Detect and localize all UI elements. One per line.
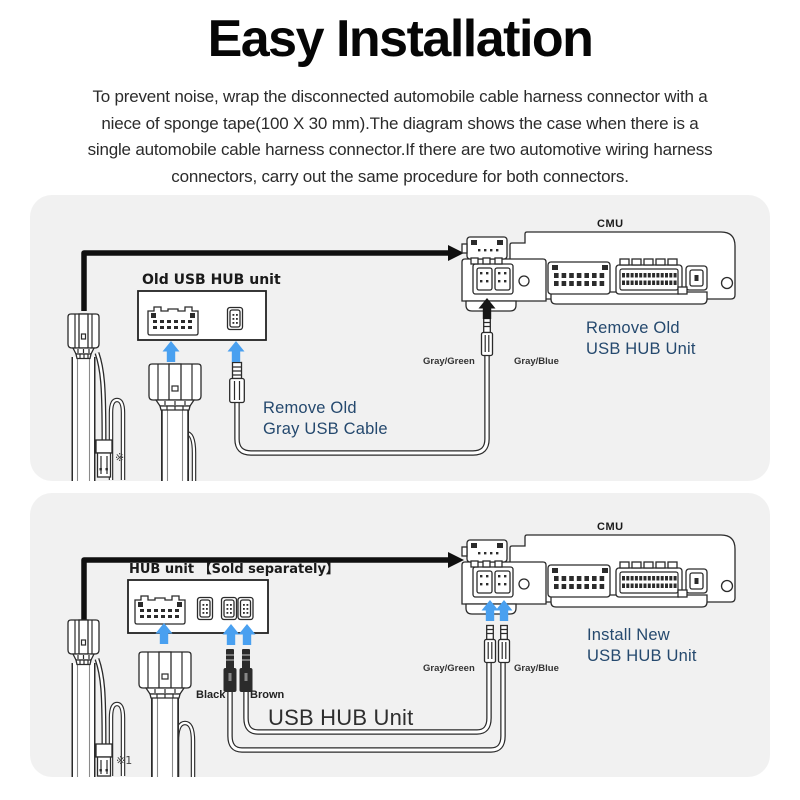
hub-small-connector bbox=[196, 596, 214, 621]
note-mark: ※ bbox=[115, 451, 125, 464]
gray-green-label: Gray/Green bbox=[423, 663, 475, 674]
harness-cable-arrow bbox=[81, 552, 464, 620]
black-usb-plug bbox=[222, 648, 238, 693]
hub-large-connector bbox=[147, 306, 199, 336]
cmu-label: CMU bbox=[597, 218, 624, 230]
small-end-connector bbox=[95, 743, 113, 777]
middle-harness-connector bbox=[138, 651, 196, 777]
black-cable-label: Black bbox=[196, 689, 226, 701]
new-usb-hub-cables bbox=[227, 661, 506, 753]
hub-small-connector bbox=[226, 306, 244, 331]
hub-box-label: HUB unit 【Sold separately】 bbox=[129, 562, 339, 577]
gray-green-plug bbox=[480, 317, 494, 357]
intro-line: To prevent noise, wrap the disconnected … bbox=[92, 87, 708, 106]
gray-blue-label: Gray/Blue bbox=[514, 356, 559, 367]
old-hub-label: Old USB HUB unit bbox=[142, 272, 281, 288]
gray-green-plug bbox=[483, 624, 497, 664]
hub-small-connector bbox=[220, 596, 238, 621]
up-arrow-icon bbox=[162, 341, 180, 362]
usb-hub-unit-label: USB HUB Unit bbox=[268, 705, 414, 730]
intro-text: To prevent noise, wrap the disconnected … bbox=[38, 84, 762, 190]
right-arrow-icon bbox=[448, 245, 464, 261]
gray-blue-plug bbox=[497, 624, 511, 664]
note-mark: ※1 bbox=[116, 754, 133, 767]
intro-line: connectors, carry out the same procedure… bbox=[171, 166, 629, 186]
harness-cable-arrow bbox=[81, 245, 464, 311]
up-arrow-icon bbox=[227, 341, 245, 362]
gray-green-label: Gray/Green bbox=[423, 356, 475, 367]
right-arrow-icon bbox=[448, 552, 464, 568]
gray-usb-plug bbox=[229, 361, 245, 404]
old-usb-hub-box bbox=[137, 290, 267, 341]
brown-usb-plug bbox=[238, 648, 254, 693]
old-gray-usb-cable bbox=[234, 355, 490, 456]
gray-blue-label: Gray/Blue bbox=[514, 663, 559, 674]
diagram-panel-remove-old: Old USB HUB unit Remove Old Gray USB Cab… bbox=[30, 195, 770, 481]
cmu-label: CMU bbox=[597, 521, 624, 533]
remove-old-diagram bbox=[67, 231, 736, 481]
install-unit-caption: Install New USB HUB Unit bbox=[587, 626, 697, 665]
intro-line: single automobile cable harness connecto… bbox=[87, 140, 713, 159]
hub-large-connector bbox=[134, 595, 186, 625]
brown-cable-label: Brown bbox=[250, 689, 285, 701]
diagram-panel-install-new: HUB unit 【Sold separately】 CMU Black Bro… bbox=[30, 493, 770, 777]
remove-cable-caption: Remove Old Gray USB Cable bbox=[263, 399, 388, 438]
remove-unit-caption: Remove Old USB HUB Unit bbox=[586, 319, 696, 358]
install-new-diagram bbox=[67, 534, 736, 777]
hub-small-connector bbox=[237, 596, 254, 621]
car-harness-connector bbox=[67, 619, 126, 777]
small-end-connector bbox=[95, 439, 113, 478]
middle-harness-connector bbox=[148, 363, 202, 481]
new-hub-box bbox=[127, 579, 269, 634]
car-harness-connector bbox=[67, 313, 126, 481]
intro-line: niece of sponge tape(100 X 30 mm).The di… bbox=[101, 113, 699, 133]
page-title: Easy Installation bbox=[207, 10, 594, 68]
